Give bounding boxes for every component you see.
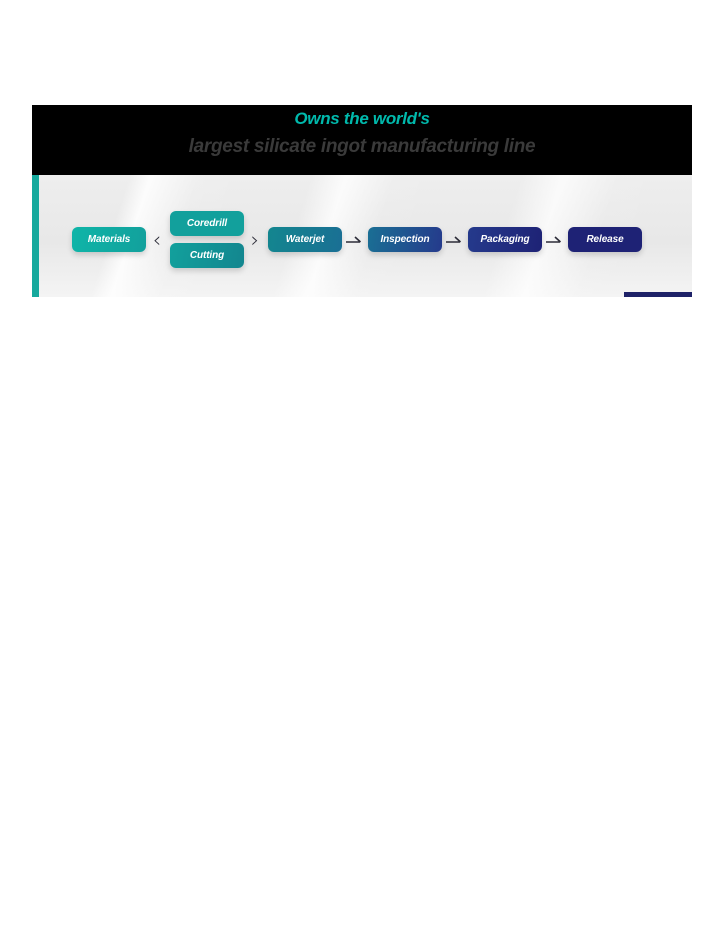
process-stage-waterjet[interactable]: Waterjet bbox=[268, 227, 342, 252]
process-stage-label: Waterjet bbox=[285, 234, 325, 245]
process-flow-panel: Materials ‹ Coredrill Cutting › Waterjet… bbox=[32, 175, 692, 297]
corner-bracket-decoration bbox=[624, 261, 692, 297]
process-stage-inspection[interactable]: Inspection bbox=[368, 227, 442, 252]
process-stage-label: Release bbox=[586, 234, 624, 245]
process-stage-materials[interactable]: Materials bbox=[72, 227, 146, 252]
process-stage-label: Coredrill bbox=[186, 218, 228, 229]
process-stage-packaging[interactable]: Packaging bbox=[468, 227, 542, 252]
process-stage-release[interactable]: Release bbox=[568, 227, 642, 252]
banner-header-band: Owns the world's largest silicate ingot … bbox=[32, 105, 692, 175]
process-stage-label: Inspection bbox=[380, 234, 430, 245]
process-stage-label: Materials bbox=[87, 234, 131, 245]
arrow-right-icon bbox=[344, 232, 366, 246]
arrow-right-icon bbox=[544, 232, 566, 246]
headline-primary: Owns the world's bbox=[294, 109, 430, 128]
process-stage-label: Packaging bbox=[480, 234, 530, 245]
process-banner: Owns the world's largest silicate ingot … bbox=[32, 105, 692, 297]
process-stage-coredrill[interactable]: Coredrill bbox=[170, 211, 244, 236]
panel-accent-bar bbox=[32, 175, 39, 297]
chevron-left-icon: ‹ bbox=[152, 228, 162, 252]
process-flow-row: Materials ‹ Coredrill Cutting › Waterjet… bbox=[32, 175, 692, 297]
arrow-right-icon bbox=[444, 232, 466, 246]
headline-group: Owns the world's largest silicate ingot … bbox=[32, 105, 692, 159]
process-stage-label: Cutting bbox=[189, 250, 225, 261]
process-stage-cutting[interactable]: Cutting bbox=[170, 243, 244, 268]
chevron-right-icon: › bbox=[250, 228, 260, 252]
headline-secondary: largest silicate ingot manufacturing lin… bbox=[188, 136, 536, 157]
